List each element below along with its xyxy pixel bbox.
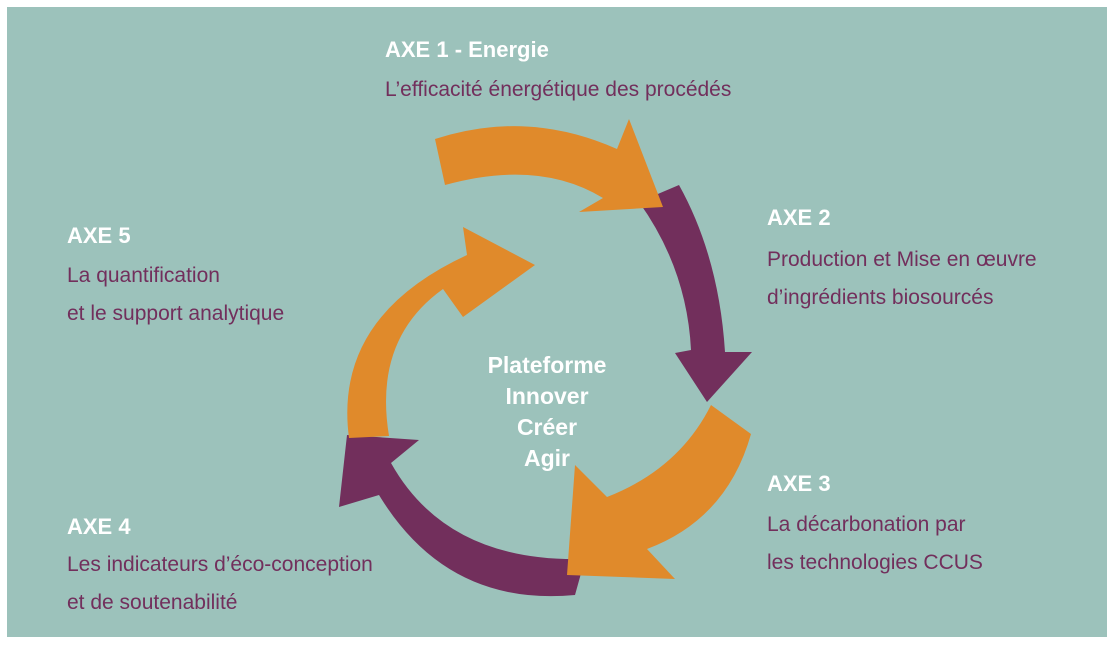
- center-line-innover: Innover: [505, 383, 589, 409]
- center-label: Plateforme Innover Créer Agir: [447, 350, 647, 474]
- arrow-axe-1: [435, 119, 663, 212]
- arrow-axe-2: [639, 185, 752, 402]
- axe-2-line-2: d’ingrédients biosourcés: [767, 286, 994, 309]
- axe-4-title: AXE 4: [67, 514, 131, 539]
- axe-5-line-2: et le support analytique: [67, 302, 285, 325]
- axe-4-line-2: et de soutenabilité: [67, 591, 238, 614]
- axe-1-block: AXE 1 - Energie L’efficacité énergétique…: [385, 35, 731, 109]
- axe-3-title: AXE 3: [767, 471, 831, 496]
- axe-1-line-1: L’efficacité énergétique des procédés: [385, 78, 732, 101]
- center-line-creer: Créer: [516, 414, 578, 440]
- center-line-plateforme: Plateforme: [487, 352, 607, 378]
- axe-1-title: AXE 1 - Energie: [385, 37, 549, 62]
- arrow-axe-5: [347, 227, 535, 438]
- arrow-axe-4: [339, 435, 585, 597]
- arrow-axe-3: [567, 405, 751, 579]
- axe-3-line-2: les technologies CCUS: [767, 551, 983, 574]
- axe-2-block: AXE 2 Production et Mise en œuvre d’ingr…: [767, 203, 1037, 317]
- axe-4-block: AXE 4 Les indicateurs d’éco-conception e…: [67, 512, 373, 622]
- axe-5-block: AXE 5 La quantification et le support an…: [67, 221, 284, 333]
- diagram-canvas: AXE 1 - Energie L’efficacité énergétique…: [7, 7, 1107, 637]
- center-line-agir: Agir: [524, 445, 570, 471]
- axe-2-line-1: Production et Mise en œuvre: [767, 248, 1037, 271]
- axe-2-title: AXE 2: [767, 205, 831, 230]
- axe-3-line-1: La décarbonation par: [767, 513, 966, 536]
- axe-5-line-1: La quantification: [67, 264, 220, 287]
- axe-4-line-1: Les indicateurs d’éco-conception: [67, 553, 373, 576]
- axe-3-block: AXE 3 La décarbonation par les technolog…: [767, 469, 983, 582]
- axe-5-title: AXE 5: [67, 223, 131, 248]
- cycle-arrows: [339, 119, 752, 597]
